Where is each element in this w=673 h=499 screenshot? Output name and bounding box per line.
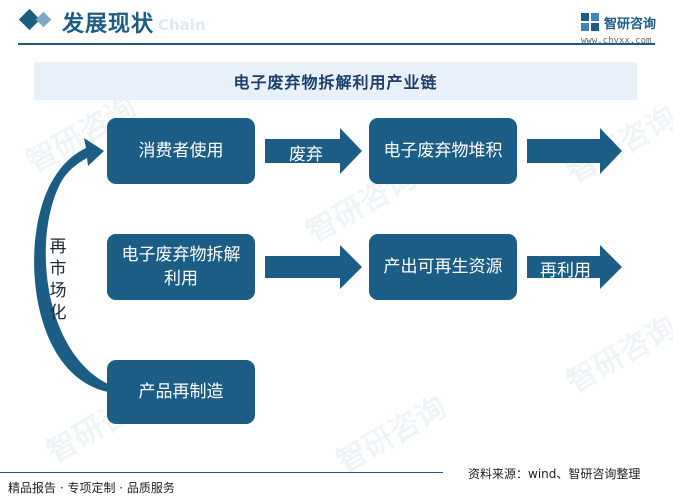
node-remanufacture: 产品再制造: [107, 360, 255, 424]
header-divider: [18, 43, 655, 45]
loop-arrow: [34, 138, 108, 392]
edge-label-reuse: 再利用: [540, 261, 591, 281]
node-label: 消费者使用: [138, 141, 224, 161]
arrow-row1-out: [527, 128, 622, 174]
node-renewable-output: 产出可再生资源: [369, 234, 517, 300]
footer-source: 资料来源：wind、智研咨询整理: [468, 467, 641, 481]
edge-label-remarketing: 再市场化: [49, 237, 67, 323]
footer-tagline: 精品报告 · 专项定制 · 品质服务: [8, 481, 175, 495]
edge-label-discard: 废弃: [289, 145, 323, 165]
node-consumer-use: 消费者使用: [107, 118, 255, 184]
node-label: 产品再制造: [138, 382, 224, 402]
page-title: 发展现状: [62, 12, 155, 37]
brand-url: www.chyxx.com: [581, 36, 652, 46]
arrow-discard: [265, 128, 362, 174]
brand-name: 智研咨询: [604, 16, 657, 32]
arrow-row2-mid: [265, 245, 362, 289]
brand: 智研咨询: [580, 12, 656, 32]
diagram-title: 电子废弃物拆解利用产业链: [34, 62, 637, 100]
node-label: 电子废弃物堆积: [383, 141, 503, 161]
footer-divider: [0, 472, 443, 473]
arrow-reuse: [527, 245, 622, 289]
brand-logo-icon: [581, 13, 599, 31]
node-label: 电子废弃物拆解利用: [121, 245, 241, 289]
node-waste-pile: 电子废弃物堆积: [369, 118, 517, 184]
node-dismantle-use: 电子废弃物拆解利用: [107, 234, 255, 300]
header-watermark: Chain: [158, 16, 206, 34]
node-label: 产出可再生资源: [383, 257, 503, 277]
